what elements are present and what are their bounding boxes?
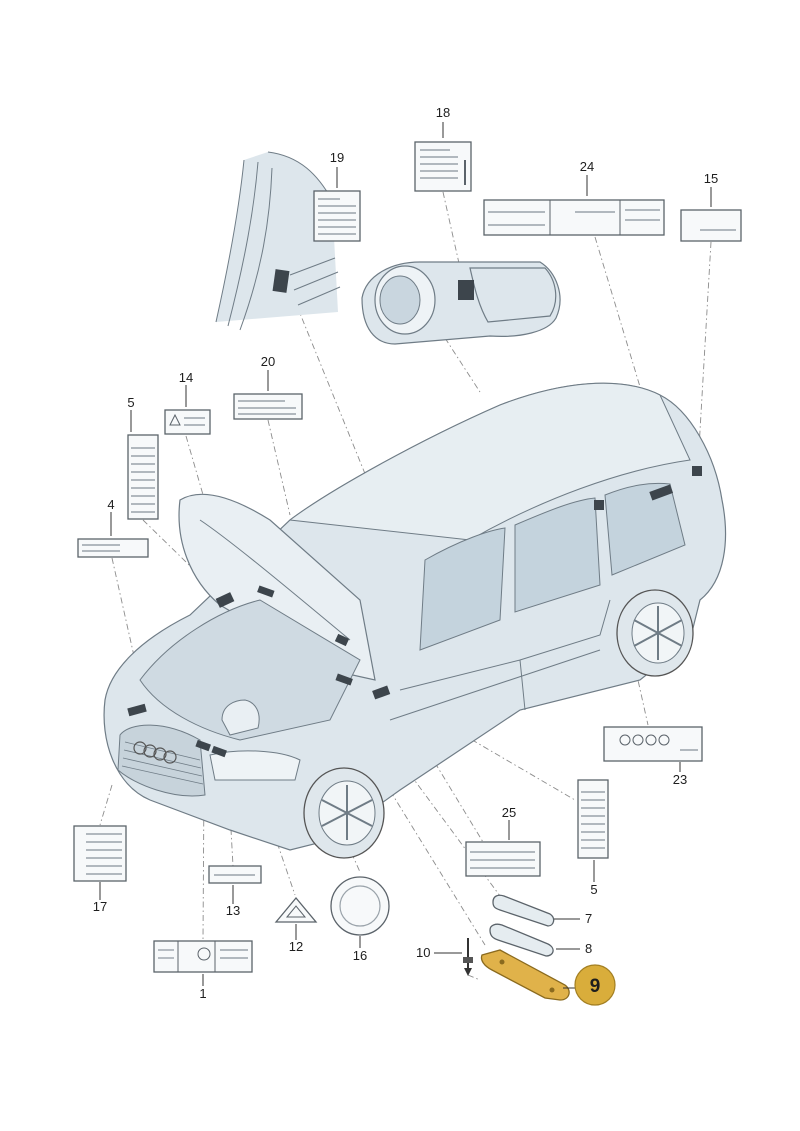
callout-7: 7	[585, 911, 592, 926]
callout-12: 12	[289, 939, 303, 954]
callout-24: 24	[580, 159, 594, 174]
callout-5-left: 5	[127, 395, 134, 410]
callout-16: 16	[353, 948, 367, 963]
callout-13: 13	[226, 903, 240, 918]
label-decal-5-right	[577, 779, 609, 859]
callout-8: 8	[585, 941, 592, 956]
c-pillar-inset	[215, 151, 341, 331]
label-decal-1	[153, 940, 253, 973]
callout-9-label: 9	[590, 976, 601, 997]
callout-23: 23	[673, 772, 687, 787]
label-decal-17	[73, 825, 127, 882]
callout-15: 15	[704, 171, 718, 186]
label-decal-5-left	[127, 434, 159, 520]
screw-part-10	[463, 938, 473, 976]
callout-25: 25	[502, 805, 516, 820]
callout-10: 10	[416, 945, 430, 960]
label-decal-13	[208, 865, 262, 884]
callout-1: 1	[199, 986, 206, 1001]
highlighted-callout-9[interactable]: 9	[574, 964, 616, 1006]
trim-part-7	[492, 894, 555, 927]
callout-numbers: 18 19 24 15 20 14 5 4 23 5 25 17 13 12 1…	[93, 105, 718, 1001]
vehicle-illustration	[103, 382, 727, 859]
callout-4: 4	[107, 497, 114, 512]
callout-20: 20	[261, 354, 275, 369]
label-decal-20	[233, 393, 303, 420]
bracket-part-9	[480, 949, 570, 1001]
rear-wheel	[616, 589, 694, 677]
label-decal-23	[603, 726, 703, 762]
label-decal-19	[313, 190, 361, 242]
trim-part-8	[489, 923, 554, 957]
label-decal-24	[483, 199, 665, 236]
label-decal-18	[414, 141, 472, 192]
fuel-filler-inset	[361, 261, 561, 345]
front-wheel	[303, 767, 385, 859]
callout-14: 14	[179, 370, 193, 385]
warning-triangle-12	[274, 896, 318, 923]
callout-5-right: 5	[590, 882, 597, 897]
callout-17: 17	[93, 899, 107, 914]
label-decal-14	[164, 409, 211, 435]
round-sticker-16	[330, 876, 390, 936]
callout-19: 19	[330, 150, 344, 165]
callout-pointers	[99, 122, 712, 989]
label-decal-4	[77, 538, 149, 558]
callout-18: 18	[436, 105, 450, 120]
label-decal-15	[680, 209, 742, 242]
label-decal-25	[465, 841, 541, 877]
